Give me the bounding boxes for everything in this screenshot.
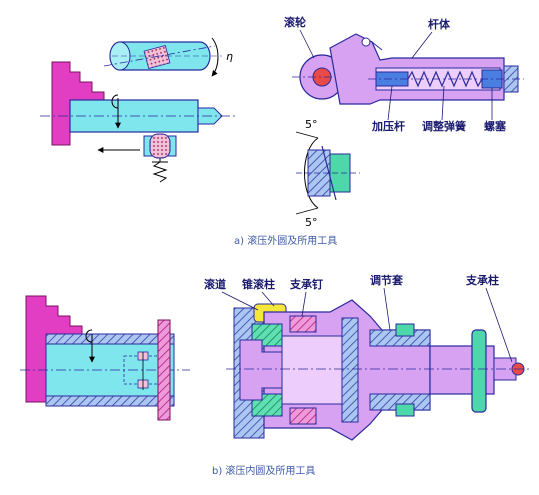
label-plug: 螺塞: [484, 119, 507, 133]
chuck: [51, 61, 105, 146]
label-support-column: 支承柱: [465, 273, 499, 287]
label-spring: 调整弹簧: [422, 119, 466, 133]
caption-a: a) 滚压外圆及所用工具: [234, 234, 337, 247]
eta-arc: [211, 37, 219, 77]
outer-rolling-tool: 滚轮 杆体 加压杆 调整弹簧 螺塞: [284, 15, 524, 133]
outer-rolling-schematic: η: [40, 37, 235, 183]
label-press-rod: 加压杆: [371, 119, 405, 133]
inner-rolling-schematic: [20, 295, 190, 421]
upper-roller: [103, 41, 222, 71]
label-support-pin: 支承钉: [289, 277, 323, 291]
label-roller: 滚轮: [284, 15, 306, 29]
label-rod-body: 杆体: [428, 17, 451, 31]
label-raceway: 滚道: [204, 277, 226, 291]
lower-roller: [143, 133, 177, 183]
angle-detail: 5° 5°: [295, 118, 360, 229]
support-column: [471, 329, 487, 413]
angle-top-label: 5°: [305, 118, 318, 131]
inner-rolling-tool: 滚道 锥滚柱 支承钉 调节套 支承柱: [204, 273, 530, 441]
label-tapered-roller: 锥滚柱: [242, 277, 275, 291]
caption-b: b) 滚压内圆及所用工具: [212, 464, 315, 477]
label-adjust-sleeve: 调节套: [370, 273, 404, 287]
eta-label: η: [226, 50, 233, 63]
angle-bottom-label: 5°: [305, 216, 318, 229]
